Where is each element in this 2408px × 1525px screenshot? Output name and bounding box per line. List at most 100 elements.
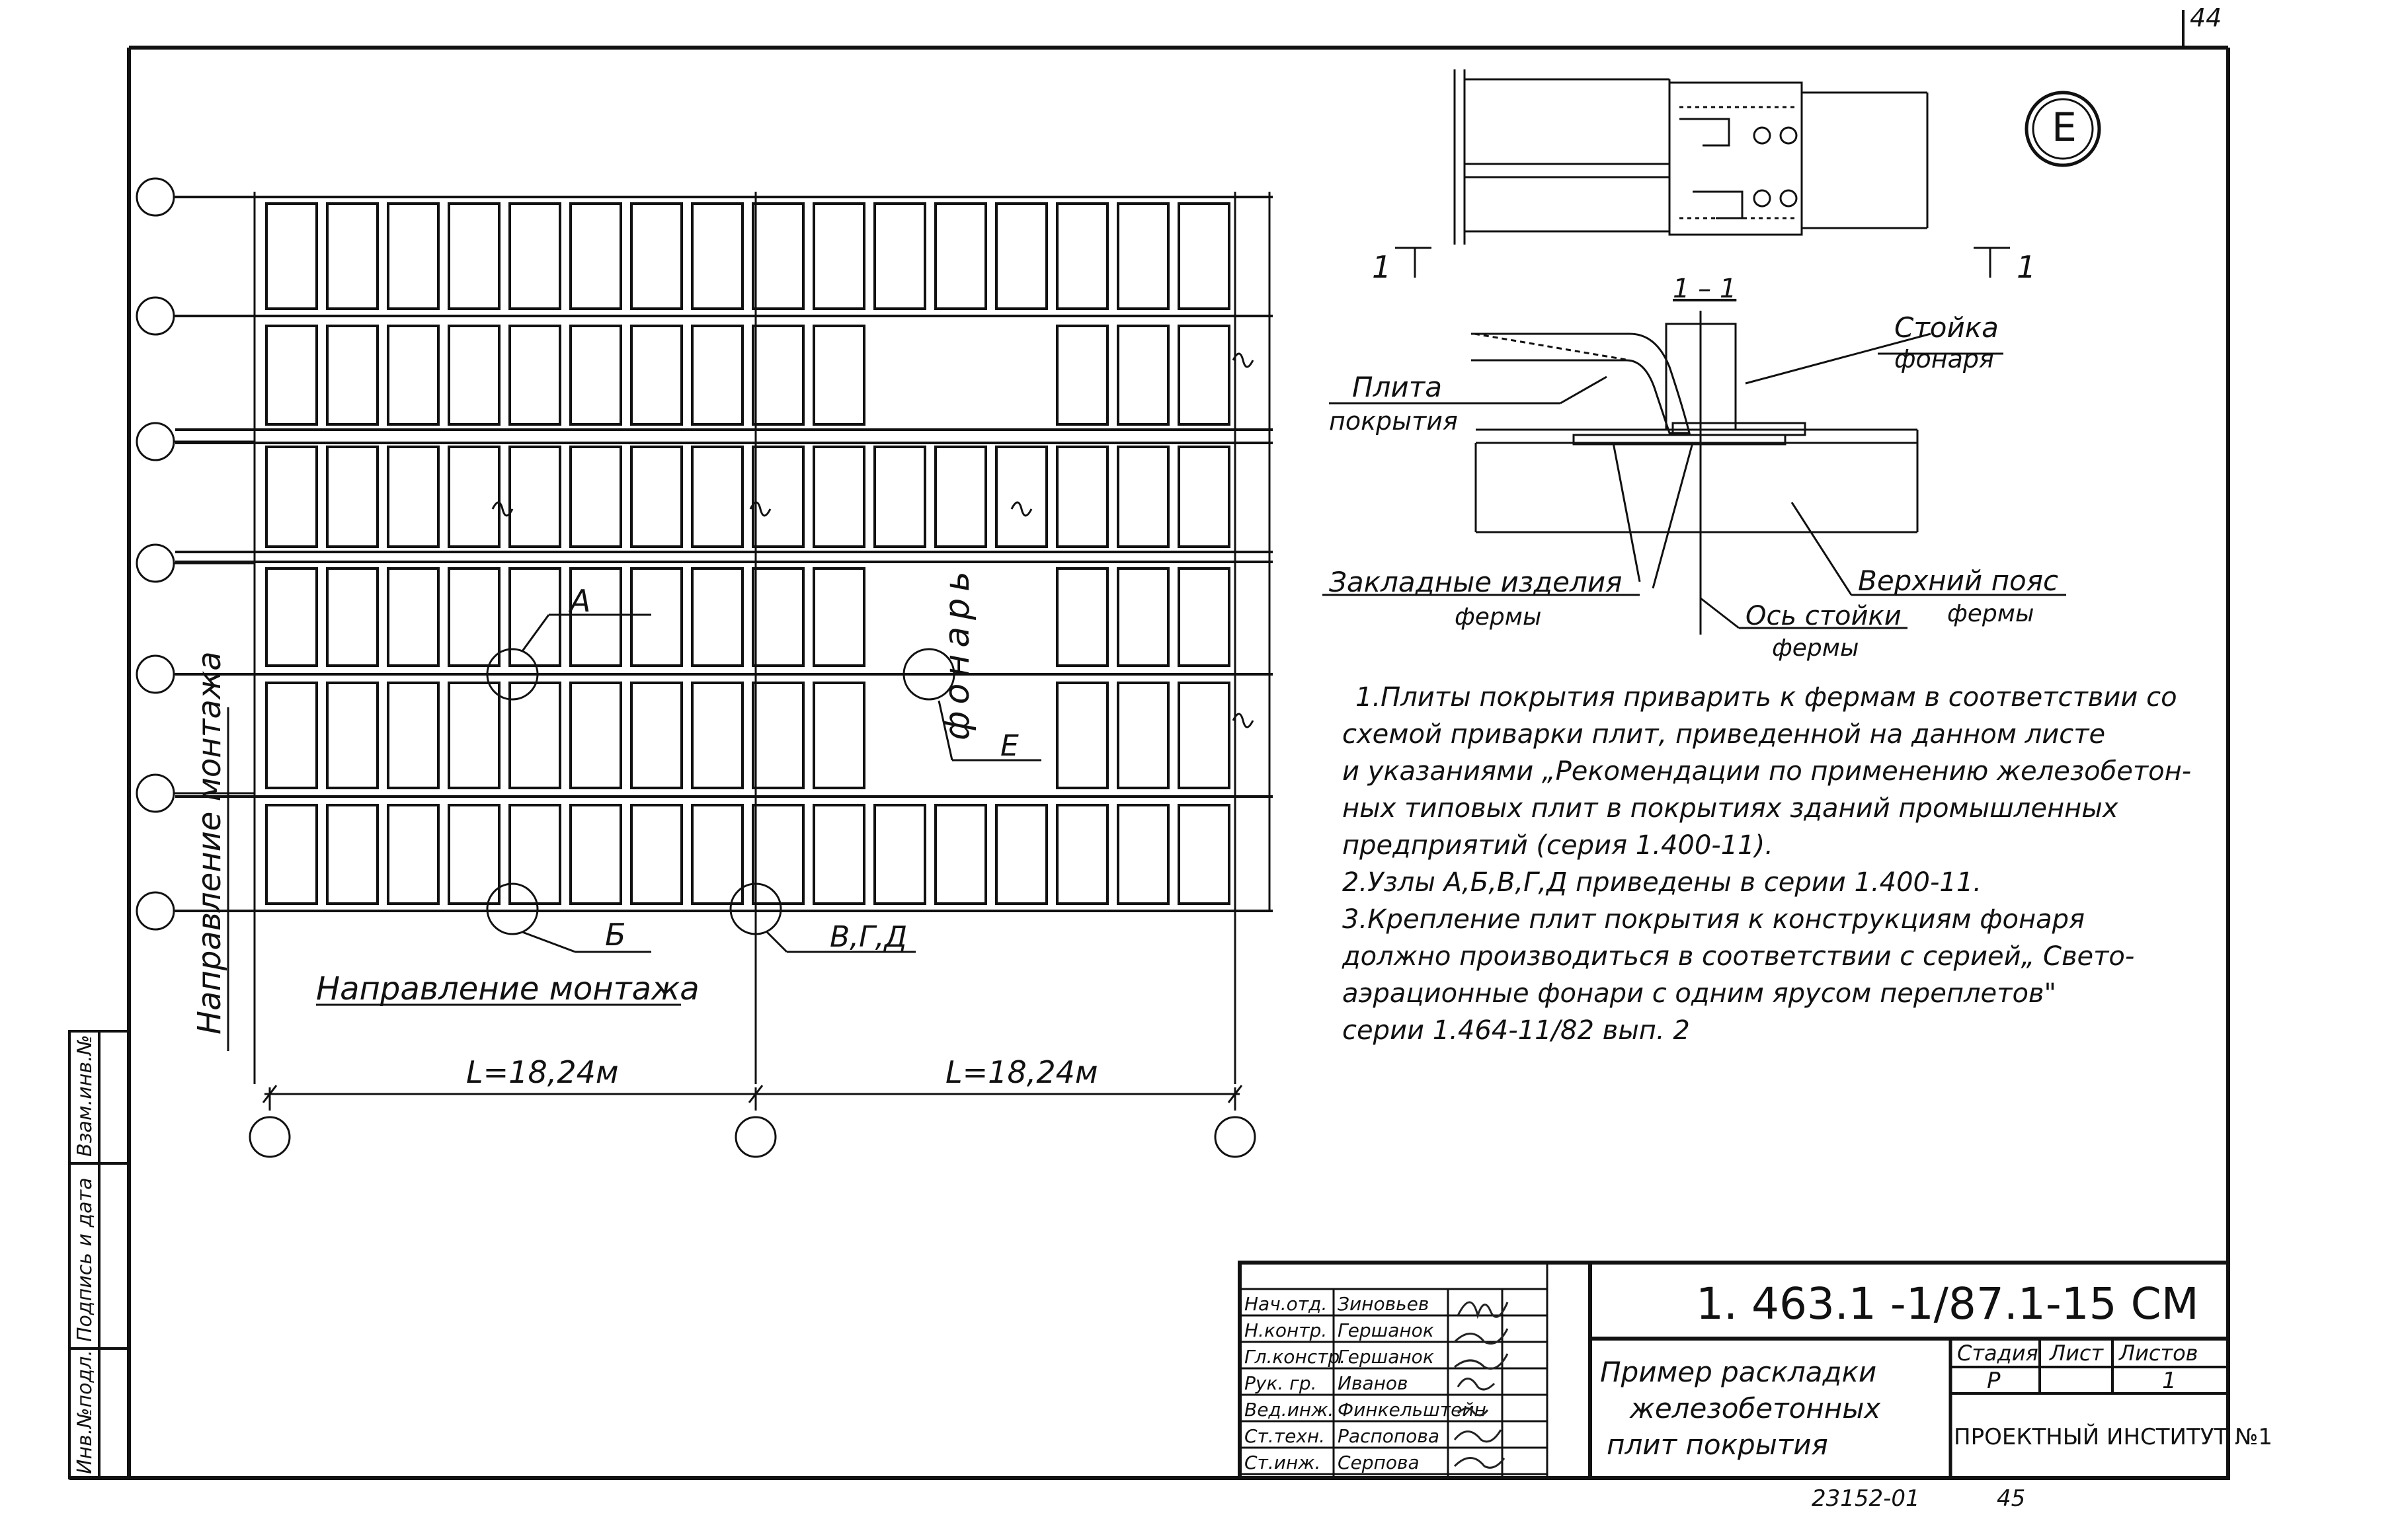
slab-panel xyxy=(630,202,683,310)
node-a-label: А xyxy=(568,583,590,619)
drawing-code: 1. 463.1 -1/87.1-15 СМ xyxy=(1696,1278,2199,1329)
slab-panel xyxy=(265,446,318,548)
slab-panel xyxy=(1117,202,1170,310)
node-b-label: Б xyxy=(605,917,626,953)
slab-panel xyxy=(326,804,379,905)
role-person: Гершанок xyxy=(1338,1319,1434,1341)
sheets-value: 1 xyxy=(2162,1368,2177,1394)
slab-panel xyxy=(752,202,805,310)
direction-vertical: Направление монтажа xyxy=(191,651,228,1035)
role-person: Распопова xyxy=(1338,1425,1439,1447)
label-slab-2: покрытия xyxy=(1329,407,1458,436)
slab-panel xyxy=(813,804,865,905)
slab-panel xyxy=(1117,682,1170,789)
node-a-circle xyxy=(486,648,539,701)
role-title: Ст.техн. xyxy=(1244,1425,1325,1447)
role-person: Серпова xyxy=(1338,1452,1420,1473)
label-axis-2: фермы xyxy=(1772,635,1859,662)
role-person: Зиновьев xyxy=(1338,1293,1429,1315)
axis-bubble xyxy=(136,773,175,813)
axis-bubble xyxy=(136,654,175,694)
slab-panel xyxy=(813,682,865,789)
slab-panel xyxy=(1178,682,1230,789)
slab-panel xyxy=(387,446,440,548)
slab-panel xyxy=(265,682,318,789)
role-title: Н.контр. xyxy=(1244,1319,1327,1341)
slab-panel xyxy=(934,804,987,905)
axis-bubble xyxy=(136,177,175,217)
slab-panel xyxy=(508,446,561,548)
slab-panel xyxy=(508,804,561,905)
slab-panel xyxy=(630,682,683,789)
section-1-1 xyxy=(1322,311,2066,635)
signatures xyxy=(1453,1301,1509,1469)
slab-panel xyxy=(934,202,987,310)
sheet-header: Лист xyxy=(2049,1341,2104,1366)
title-line-2: железобетонных xyxy=(1629,1392,1881,1425)
slab-panel xyxy=(995,446,1048,548)
slab-panel xyxy=(448,567,501,667)
slab-panel xyxy=(387,202,440,310)
slab-panel xyxy=(326,682,379,789)
slab-panel xyxy=(265,804,318,905)
title-line-3: плит покрытия xyxy=(1607,1428,1828,1461)
span-dimension xyxy=(249,1085,1256,1158)
label-top-chord-1: Верхний пояс xyxy=(1858,565,2058,597)
axis-bubble xyxy=(136,543,175,583)
slab-panel xyxy=(448,202,501,310)
side-stamp-replace: Взам.инв.№ xyxy=(73,1035,97,1157)
note-line: 1.Плиты покрытия приварить к фермам в со… xyxy=(1355,682,2177,713)
note-line: аэрационные фонари с одним ярусом перепл… xyxy=(1342,978,2056,1009)
section-title: 1 – 1 xyxy=(1673,274,1736,304)
slab-panel xyxy=(1056,325,1109,426)
stage-value: Р xyxy=(1987,1368,2001,1394)
node-e-label: Е xyxy=(1000,729,1019,763)
note-line: предприятий (серия 1.400-11). xyxy=(1342,830,1773,861)
side-stamp xyxy=(68,1030,130,1479)
slab-panel xyxy=(508,567,561,667)
role-title: Нач.отд. xyxy=(1244,1293,1327,1315)
slab-panel xyxy=(1178,567,1230,667)
note-line: и указаниями „Рекомендации по применению… xyxy=(1342,756,2191,787)
slab-panel xyxy=(995,202,1048,310)
role-title: Ст.инж. xyxy=(1244,1452,1320,1473)
role-person: Гершанок xyxy=(1338,1346,1434,1368)
institute-name: ПРОЕКТНЫЙ ИНСТИТУТ №1 xyxy=(1954,1423,2272,1450)
break-mark xyxy=(491,501,514,517)
note-line: схемой приварки плит, приведенной на дан… xyxy=(1342,719,2105,750)
label-embedded-2: фермы xyxy=(1455,604,1541,631)
lantern-label: фонарь xyxy=(938,565,977,740)
section-mark-left: 1 xyxy=(1372,249,1391,285)
slab-panel xyxy=(448,446,501,548)
slab-panel xyxy=(1117,804,1170,905)
side-stamp-signature: Подпись и дата xyxy=(73,1178,97,1343)
slab-panel xyxy=(995,804,1048,905)
slab-layout-plan xyxy=(136,177,1273,1084)
slab-panel xyxy=(691,567,744,667)
role-person: Иванов xyxy=(1338,1372,1408,1394)
slab-panel xyxy=(1117,325,1170,426)
slab-panel xyxy=(630,567,683,667)
note-line: серии 1.464-11/82 вып. 2 xyxy=(1342,1015,1690,1046)
slab-panel xyxy=(1178,325,1230,426)
span-left: L=18,24м xyxy=(466,1054,619,1090)
label-post-1: Стойка xyxy=(1894,311,1999,344)
slab-panel xyxy=(387,682,440,789)
slab-panel xyxy=(569,325,622,426)
slab-panel xyxy=(813,567,865,667)
note-line: должно производиться в соответствии с се… xyxy=(1342,941,2134,972)
label-top-chord-2: фермы xyxy=(1947,600,2034,627)
slab-panel xyxy=(448,682,501,789)
node-b-circle xyxy=(486,882,539,935)
note-line: 2.Узлы А,Б,В,Г,Д приведены в серии 1.400… xyxy=(1342,867,1982,898)
stage-header: Стадия xyxy=(1957,1341,2038,1366)
slab-panel xyxy=(1056,202,1109,310)
slab-panel xyxy=(813,202,865,310)
slab-panel xyxy=(326,446,379,548)
section-mark-right: 1 xyxy=(2017,249,2036,285)
slab-panel xyxy=(1056,567,1109,667)
slab-panel xyxy=(569,446,622,548)
slab-panel xyxy=(1117,567,1170,667)
slab-panel xyxy=(813,325,865,426)
